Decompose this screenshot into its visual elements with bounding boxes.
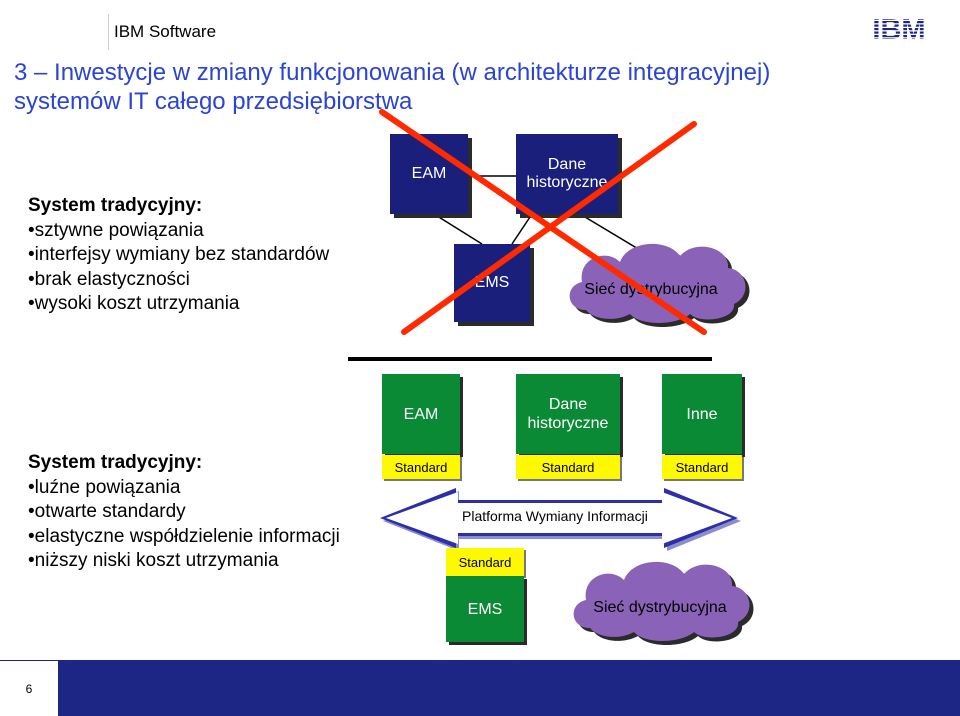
dane-box-bottom: Dane historyczne [516, 374, 620, 454]
ems-label-bottom: EMS [467, 600, 503, 618]
section-separator [348, 357, 712, 361]
traditional-bullet-3: •brak elastyczności [28, 268, 190, 290]
connector-dane-ems [511, 213, 533, 245]
integrated-bullet-3: •elastyczne współdzielenie informacji [28, 525, 340, 547]
traditional-bullet-1: •sztywne powiązania [28, 219, 204, 241]
page-number: 6 [0, 660, 58, 716]
connector-dane-siec [579, 213, 641, 251]
cloud-shape-bottom [573, 561, 754, 645]
integrated-bullet-4: •niższy niski koszt utrzymania [28, 550, 279, 571]
traditional-bullet-4: •wysoki koszt utrzymania [28, 293, 240, 314]
platform-arrow-fill [386, 492, 732, 544]
platform-label: Platforma Wymiany Informacji [462, 508, 648, 524]
traditional-heading: System tradycyjny: [28, 195, 203, 216]
eam-label-bottom: EAM [403, 405, 439, 423]
dane-label-top-1: Dane [547, 156, 587, 173]
svg-text:IBM: IBM [872, 14, 925, 42]
siec-label-top: Sieć dystrybucyjna [584, 281, 718, 298]
inne-box: Inne [662, 374, 742, 454]
integrated-heading: System tradycyjny: [28, 452, 203, 473]
cloud-shape-top [569, 243, 750, 327]
standard-tag-eam: Standard [382, 455, 460, 479]
traditional-system-text: System tradycyjny: •sztywne powiązania •… [28, 194, 329, 317]
connector-eam-ems [433, 213, 483, 245]
cross-stroke-2 [401, 121, 697, 335]
eam-box-bottom: EAM [382, 374, 460, 454]
eam-label-top: EAM [411, 165, 447, 182]
traditional-bullet-2: •interfejsy wymiany bez standardów [28, 244, 330, 265]
footer-bar [0, 660, 960, 716]
slide-title: 3 – Inwestycje w zmiany funkcjonowania (… [14, 58, 914, 116]
brand-label: IBM Software [114, 22, 217, 41]
standard-tag-dane: Standard [516, 455, 620, 479]
dane-label-bottom-1: Dane [548, 396, 588, 413]
dane-label-top-2: historyczne [526, 174, 608, 191]
integrated-system-text: System tradycyjny: •luźne powiązania •ot… [28, 451, 340, 574]
eam-box-top: EAM [390, 134, 468, 214]
integrated-bullet-1: •luźne powiązania [28, 476, 181, 498]
ibm-logo: IBM [872, 14, 925, 42]
standard-tag-ems: Standard [446, 548, 524, 576]
slide-title-line-2: systemów IT całego przedsiębiorstwa [14, 88, 413, 115]
ems-box-bottom: EMS [446, 576, 524, 642]
standard-tag-inne: Standard [662, 455, 742, 479]
dane-label-bottom-2: historyczne [527, 415, 609, 432]
header-divider [108, 14, 109, 50]
inne-label: Inne [686, 405, 718, 423]
siec-label-bottom: Sieć dystrybucyjna [593, 599, 727, 616]
dane-box-top: Dane historyczne [516, 134, 618, 214]
integrated-bullet-2: •otwarte standardy [28, 501, 186, 522]
slide-title-line-1: 3 – Inwestycje w zmiany funkcjonowania (… [14, 59, 771, 86]
cross-stroke-1 [379, 109, 707, 335]
